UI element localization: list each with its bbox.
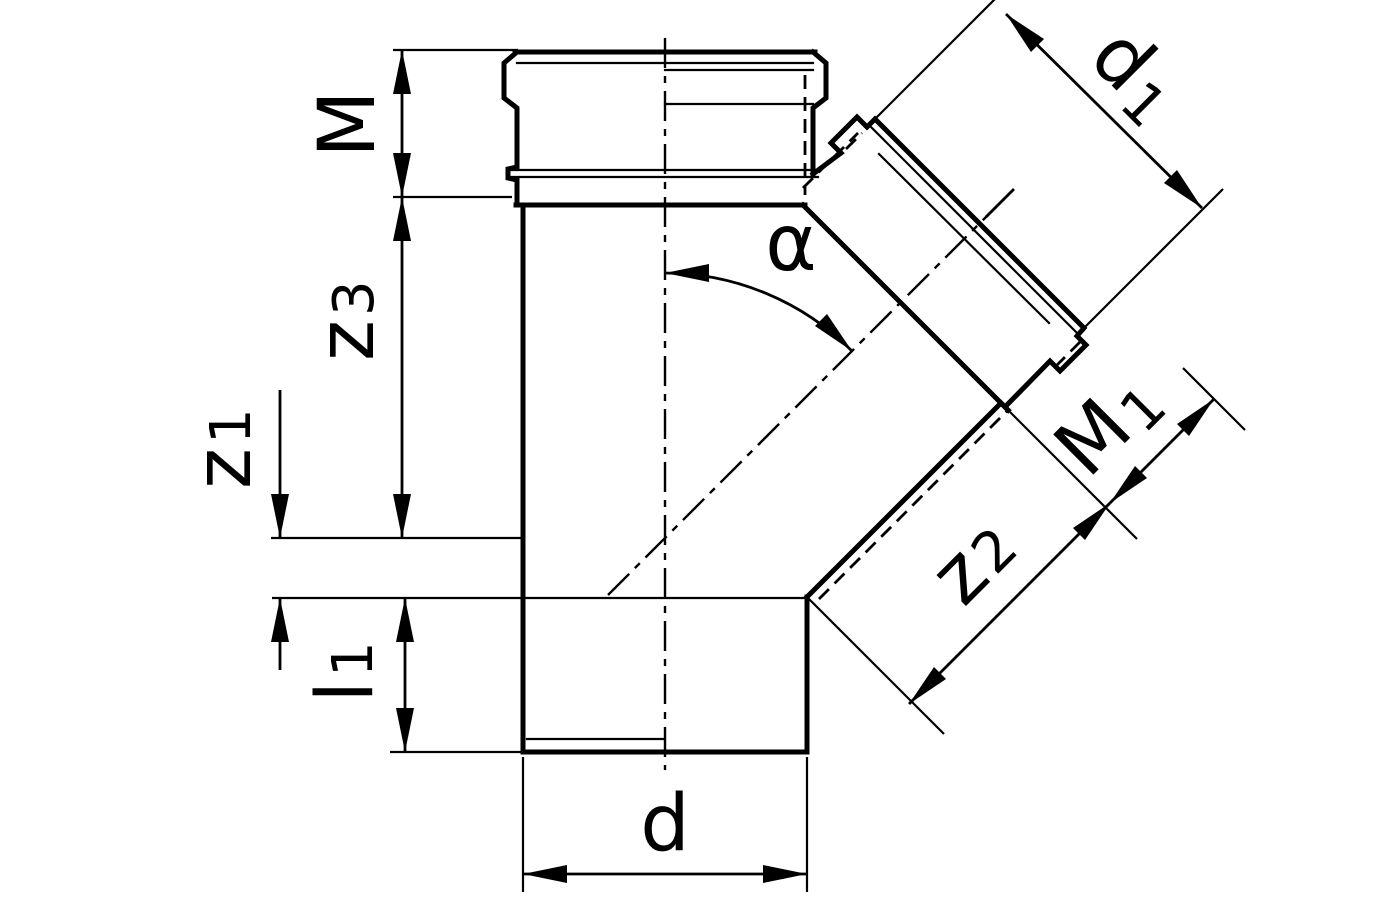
dimension-d-label: d: [640, 779, 690, 869]
extension-line-corner: [806, 596, 945, 735]
angle-alpha: α: [664, 199, 853, 352]
dimension-line: [1005, 13, 1203, 209]
branch-axis-centerline: [607, 192, 1011, 596]
arrowhead-upper: [1177, 399, 1214, 436]
arrowhead-down: [393, 153, 411, 197]
arrowhead-right: [763, 865, 807, 883]
dimension-z3-label: z: [302, 320, 392, 361]
dimension-z3: z 3: [302, 197, 411, 538]
arrowhead-down: [393, 494, 411, 538]
arrowhead-lower: [909, 667, 946, 704]
branch-groove-hidden-lower: [1054, 340, 1082, 368]
dimension-l1-label-sub: 1: [321, 641, 386, 677]
arrowhead-upper: [1073, 503, 1110, 540]
arrowhead-lower: [1164, 170, 1202, 208]
arrowhead-lower: [1110, 466, 1147, 503]
dimension-d1: d 1: [874, 0, 1224, 329]
dimension-l1-label: l: [301, 681, 391, 703]
angle-arc: [664, 271, 853, 352]
arrowhead-up: [396, 598, 414, 642]
branch-upper-profile: [799, 113, 1090, 414]
dimension-line: [908, 502, 1111, 705]
socket-left-profile: [501, 48, 521, 207]
dimension-z3-label-sub: 3: [322, 280, 387, 316]
arrowhead-up: [271, 598, 289, 642]
extension-line-shoulder: [1009, 411, 1138, 540]
extension-line-upper: [874, 0, 996, 120]
extension-line-lower: [1083, 188, 1224, 329]
branch-root-hidden: [802, 132, 859, 189]
branch-groove-hidden-upper: [845, 132, 863, 150]
arrowhead-left: [523, 865, 567, 883]
hidden-lines: [802, 75, 1082, 600]
dimension-m: M: [303, 48, 517, 199]
dimension-m1: M 1: [1038, 367, 1246, 504]
branch-lower-wall: [803, 399, 1009, 601]
arrowhead-down: [271, 494, 289, 538]
branch-outline: [799, 113, 1090, 601]
arrowhead-left: [665, 264, 709, 282]
dimension-z1: z 1: [179, 390, 807, 670]
arrowhead-up: [393, 50, 411, 94]
branch-lower-hidden: [818, 409, 1009, 600]
centerlines: [607, 38, 1011, 770]
detail-lines: [507, 61, 1080, 741]
arrowhead-up: [393, 197, 411, 241]
arrowhead-right: [815, 314, 852, 351]
angle-alpha-label: α: [765, 199, 816, 289]
dimension-d: d: [521, 757, 809, 892]
dimension-z1-label-sub: 1: [199, 408, 264, 444]
socket-right-profile: [809, 48, 829, 177]
dimension-m-label: M: [303, 90, 393, 157]
dimension-l1: l 1: [301, 598, 523, 754]
arrowhead-down: [396, 708, 414, 752]
dimension-z1-label: z: [179, 448, 269, 489]
arrowhead-upper: [1006, 14, 1044, 52]
